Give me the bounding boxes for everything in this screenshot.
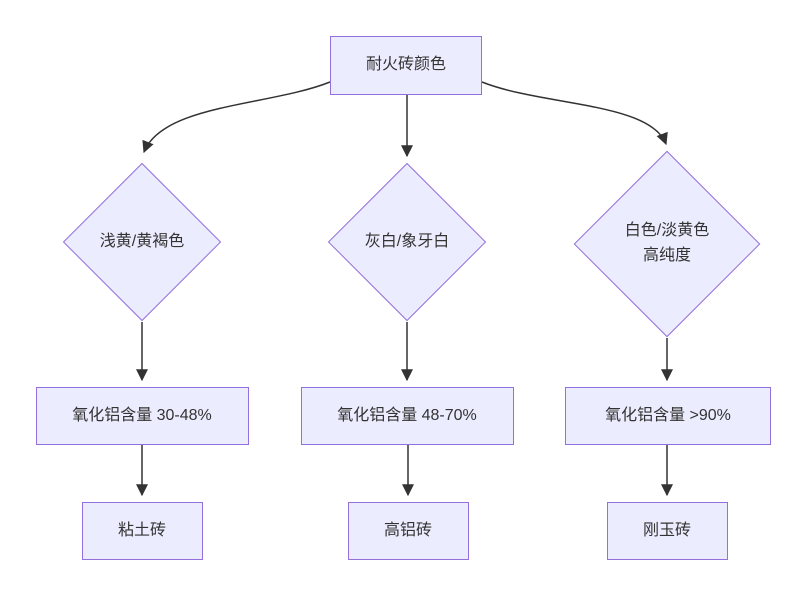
node-clay-brick: 粘土砖: [81, 502, 203, 560]
node-label-gray-white-ivory: 灰白/象牙白: [364, 232, 450, 250]
node-label-alumina-30-48: 氧化铝含量 30-48%: [72, 406, 212, 424]
node-label-alumina-48-70: 氧化铝含量 48-70%: [337, 406, 477, 424]
node-high-alumina-brick: 高铝砖: [347, 502, 469, 560]
node-label-light-yellow-tan: 浅黄/黄褐色: [99, 232, 185, 250]
node-alumina-48-70: 氧化铝含量 48-70%: [300, 387, 514, 445]
node-white-high-purity: 白色/淡黄色 高纯度: [573, 150, 761, 338]
node-label-clay-brick: 粘土砖: [117, 521, 166, 539]
node-gray-white-ivory: 灰白/象牙白: [327, 162, 487, 322]
node-brick-color: 耐火砖颜色: [330, 35, 482, 95]
edge-brick-color-to-white-high-purity: [481, 81, 668, 146]
node-alumina-gt-90: 氧化铝含量 >90%: [565, 387, 771, 445]
node-alumina-30-48: 氧化铝含量 30-48%: [35, 387, 249, 445]
edge-brick-color-to-light-yellow-tan: [142, 81, 331, 154]
node-label-white-high-purity: 白色/淡黄色 高纯度: [624, 222, 710, 264]
node-label-corundum-brick: 刚玉砖: [642, 521, 691, 539]
node-label-high-alumina-brick: 高铝砖: [383, 521, 432, 539]
node-corundum-brick: 刚玉砖: [606, 502, 728, 560]
node-label-alumina-gt-90: 氧化铝含量 >90%: [605, 406, 731, 424]
node-light-yellow-tan: 浅黄/黄褐色: [62, 162, 222, 322]
node-label-brick-color: 耐火砖颜色: [365, 55, 446, 73]
